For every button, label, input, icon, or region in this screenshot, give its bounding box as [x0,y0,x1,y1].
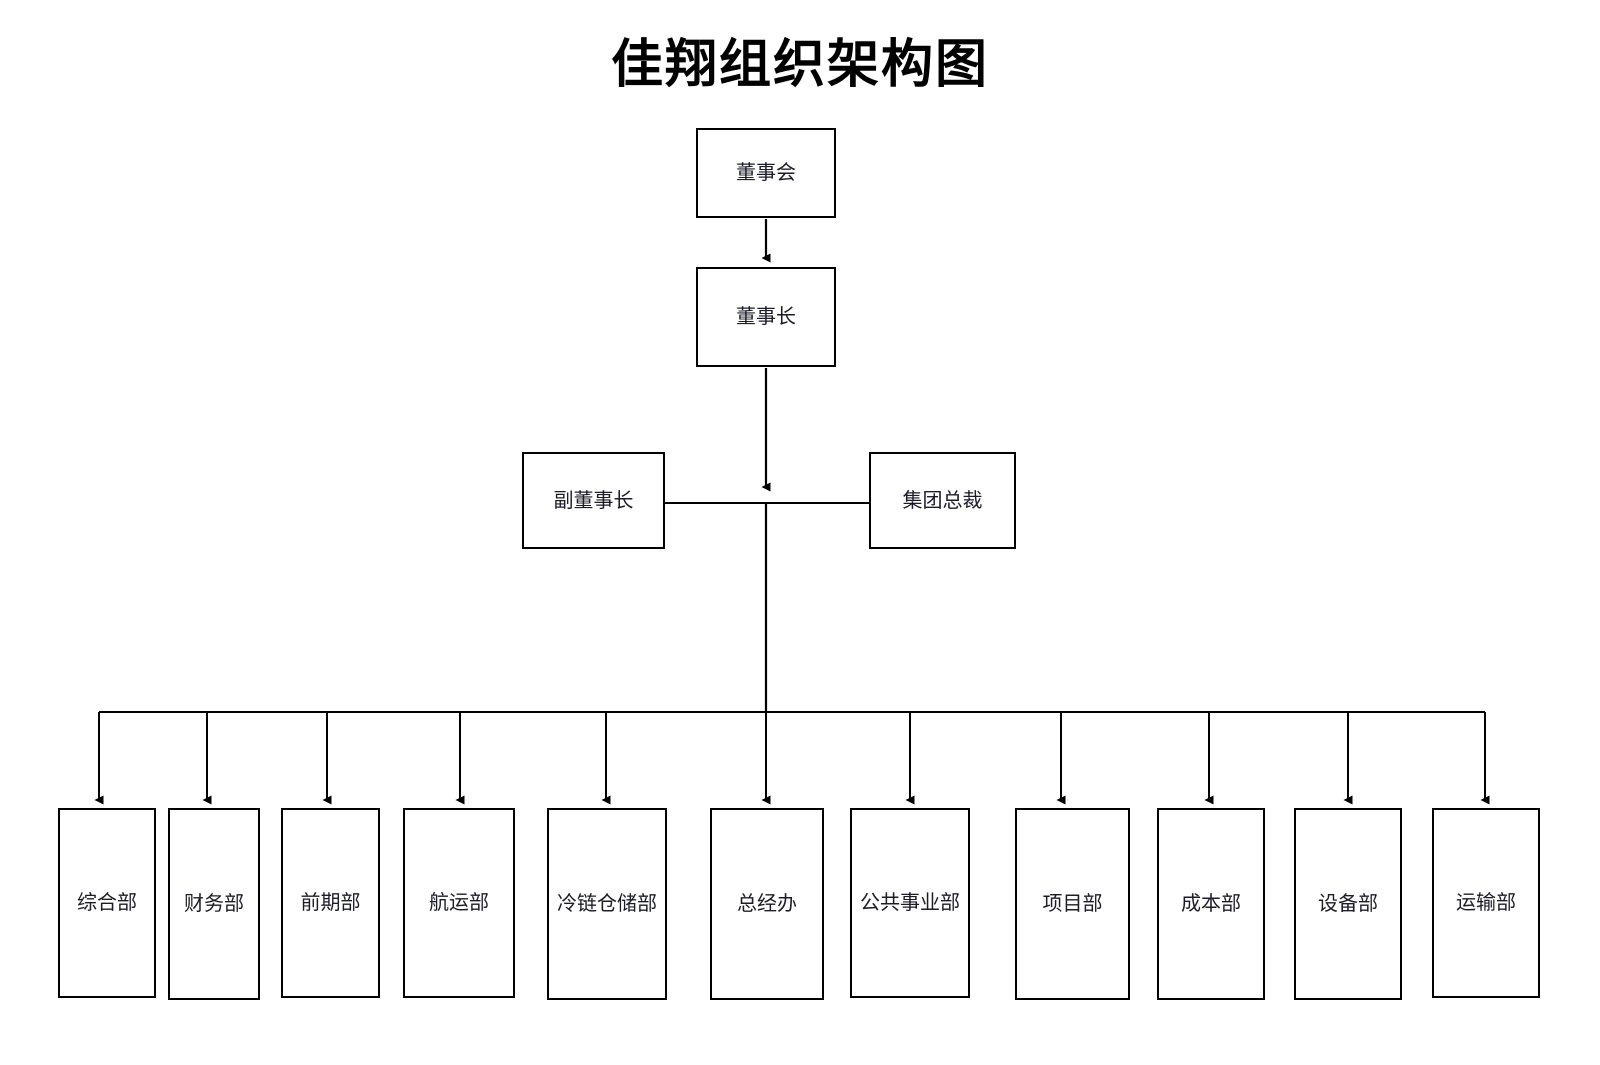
node-chairman[interactable]: 董事长 [696,267,836,367]
node-department-5[interactable]: 冷链仓储部 [547,808,667,1000]
node-department-11[interactable]: 运输部 [1432,808,1540,998]
node-vice-chairman[interactable]: 副董事长 [522,452,665,549]
node-department-4-label: 航运部 [429,892,489,914]
node-department-9-label: 成本部 [1181,893,1241,915]
page-title: 佳翔组织架构图 [610,37,989,94]
node-department-1[interactable]: 综合部 [58,808,156,998]
node-department-10-label: 设备部 [1318,893,1378,915]
node-department-8[interactable]: 项目部 [1015,808,1130,1000]
node-department-4[interactable]: 航运部 [403,808,515,998]
node-department-1-label: 综合部 [77,892,137,914]
node-department-7[interactable]: 公共事业部 [850,808,970,998]
node-vice-chairman-label: 副董事长 [553,489,634,512]
node-board-label: 董事会 [736,162,796,184]
node-department-3-label: 前期部 [300,892,361,914]
node-department-7-label: 公共事业部 [860,892,960,914]
node-department-11-label: 运输部 [1456,892,1516,914]
node-department-2-label: 财务部 [184,893,244,915]
node-department-8-label: 项目部 [1042,893,1103,915]
node-department-6-label: 总经办 [737,893,797,915]
node-department-6[interactable]: 总经办 [710,808,824,1000]
node-department-2[interactable]: 财务部 [168,808,260,1000]
node-department-10[interactable]: 设备部 [1294,808,1402,1000]
node-group-president-label: 集团总裁 [902,489,983,512]
node-board[interactable]: 董事会 [696,128,836,218]
node-department-3[interactable]: 前期部 [281,808,380,998]
node-department-5-label: 冷链仓储部 [557,893,657,915]
node-group-president[interactable]: 集团总裁 [869,452,1016,549]
node-chairman-label: 董事长 [736,306,796,328]
node-department-9[interactable]: 成本部 [1157,808,1265,1000]
